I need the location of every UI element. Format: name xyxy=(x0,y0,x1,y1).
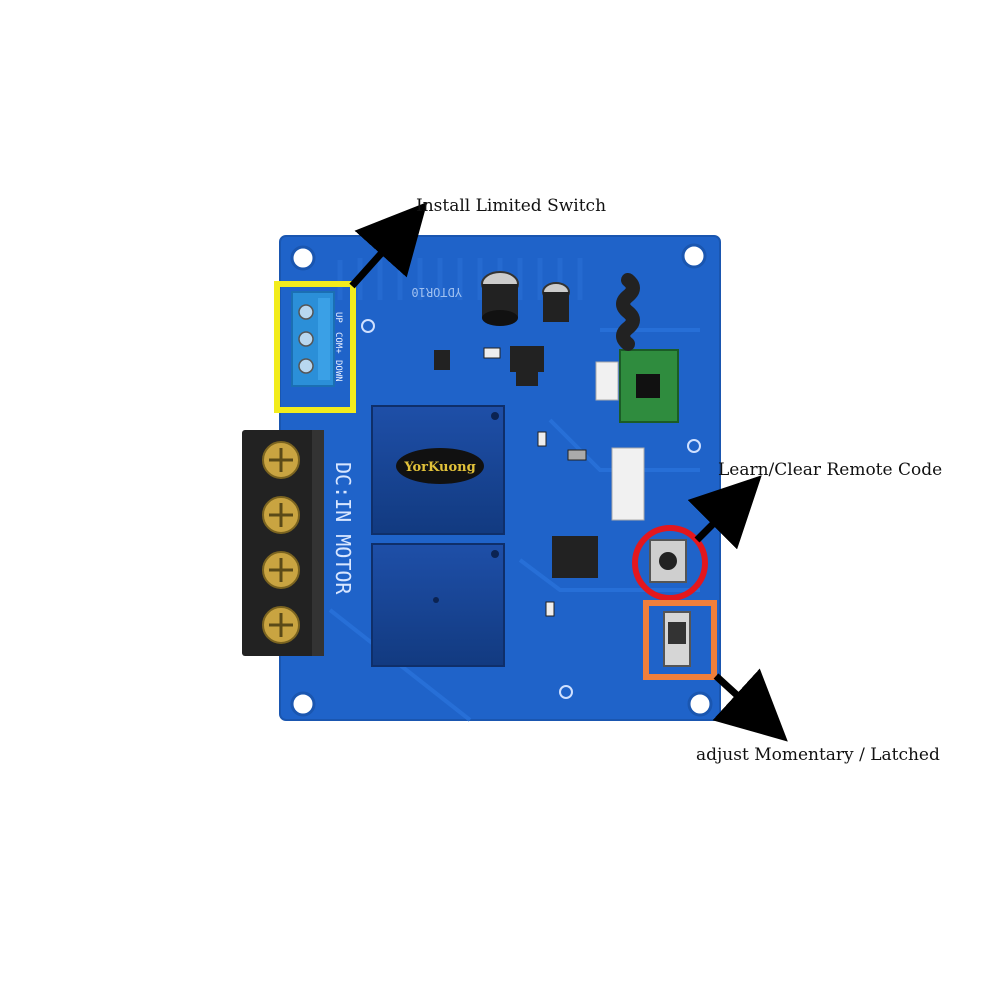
mode-slide-switch xyxy=(663,611,691,667)
terminal-label-up: UP xyxy=(333,312,343,323)
limit-switch-highlight-box xyxy=(274,281,356,413)
electrolytic-capacitors xyxy=(481,271,570,326)
dc-in-motor-silkscreen: DC:IN MOTOR xyxy=(331,462,355,595)
learn-button-arrow xyxy=(687,475,762,550)
mode-switch-callout: adjust Momentary / Latched xyxy=(696,745,940,765)
terminal-label-down: DOWN xyxy=(333,360,343,382)
brand-logo: YorKuong xyxy=(396,448,484,484)
learn-button-highlight-circle xyxy=(632,525,708,601)
board-code-text: YDTOR10 xyxy=(411,285,462,299)
mode-switch-arrow xyxy=(712,668,788,742)
logo-lettering: YorKuong xyxy=(403,460,475,475)
relay-bottom xyxy=(371,543,505,667)
learn-button-component xyxy=(649,539,687,583)
power-screw-terminal xyxy=(242,430,324,656)
limit-switch-terminal-block xyxy=(291,291,335,387)
learn-button-callout: Learn/Clear Remote Code xyxy=(718,460,943,480)
limit-switch-arrow xyxy=(349,201,428,289)
smd-components xyxy=(434,346,598,617)
terminal-label-com: COM+ xyxy=(333,332,343,354)
rf-receiver-module xyxy=(616,273,679,423)
white-connectors xyxy=(595,361,645,521)
mode-switch-highlight-box xyxy=(643,600,717,680)
limit-switch-callout: Install Limited Switch xyxy=(416,196,607,216)
